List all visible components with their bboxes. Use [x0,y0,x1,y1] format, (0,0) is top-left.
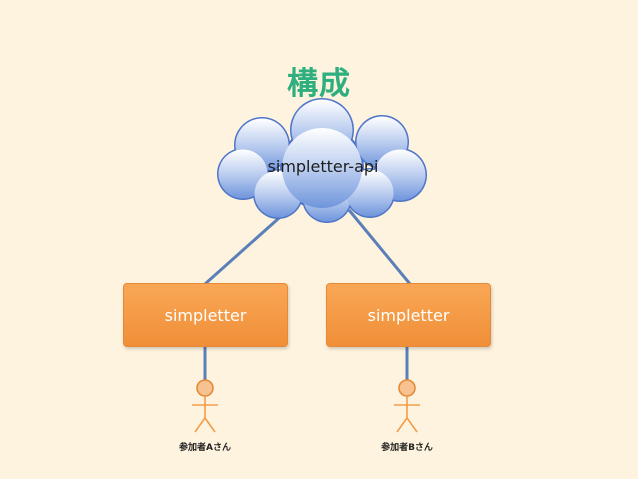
server-a-label: simpletter [164,305,247,325]
cloud-shape [217,98,427,223]
person-b-icon [394,379,420,433]
person-a-icon [192,379,218,433]
server-box-a: simpletter [123,283,288,347]
user-a-label: 参加者Aさん [179,443,231,453]
server-box-b: simpletter [326,283,491,347]
connector-cloud-to-server-a [204,208,289,286]
slide-title: 構成 [287,66,351,102]
user-b-label: 参加者Bさん [381,443,433,453]
connector-cloud-to-server-b [347,209,412,285]
server-b-label: simpletter [367,305,450,325]
cloud-label: simpletter-api [267,157,379,176]
